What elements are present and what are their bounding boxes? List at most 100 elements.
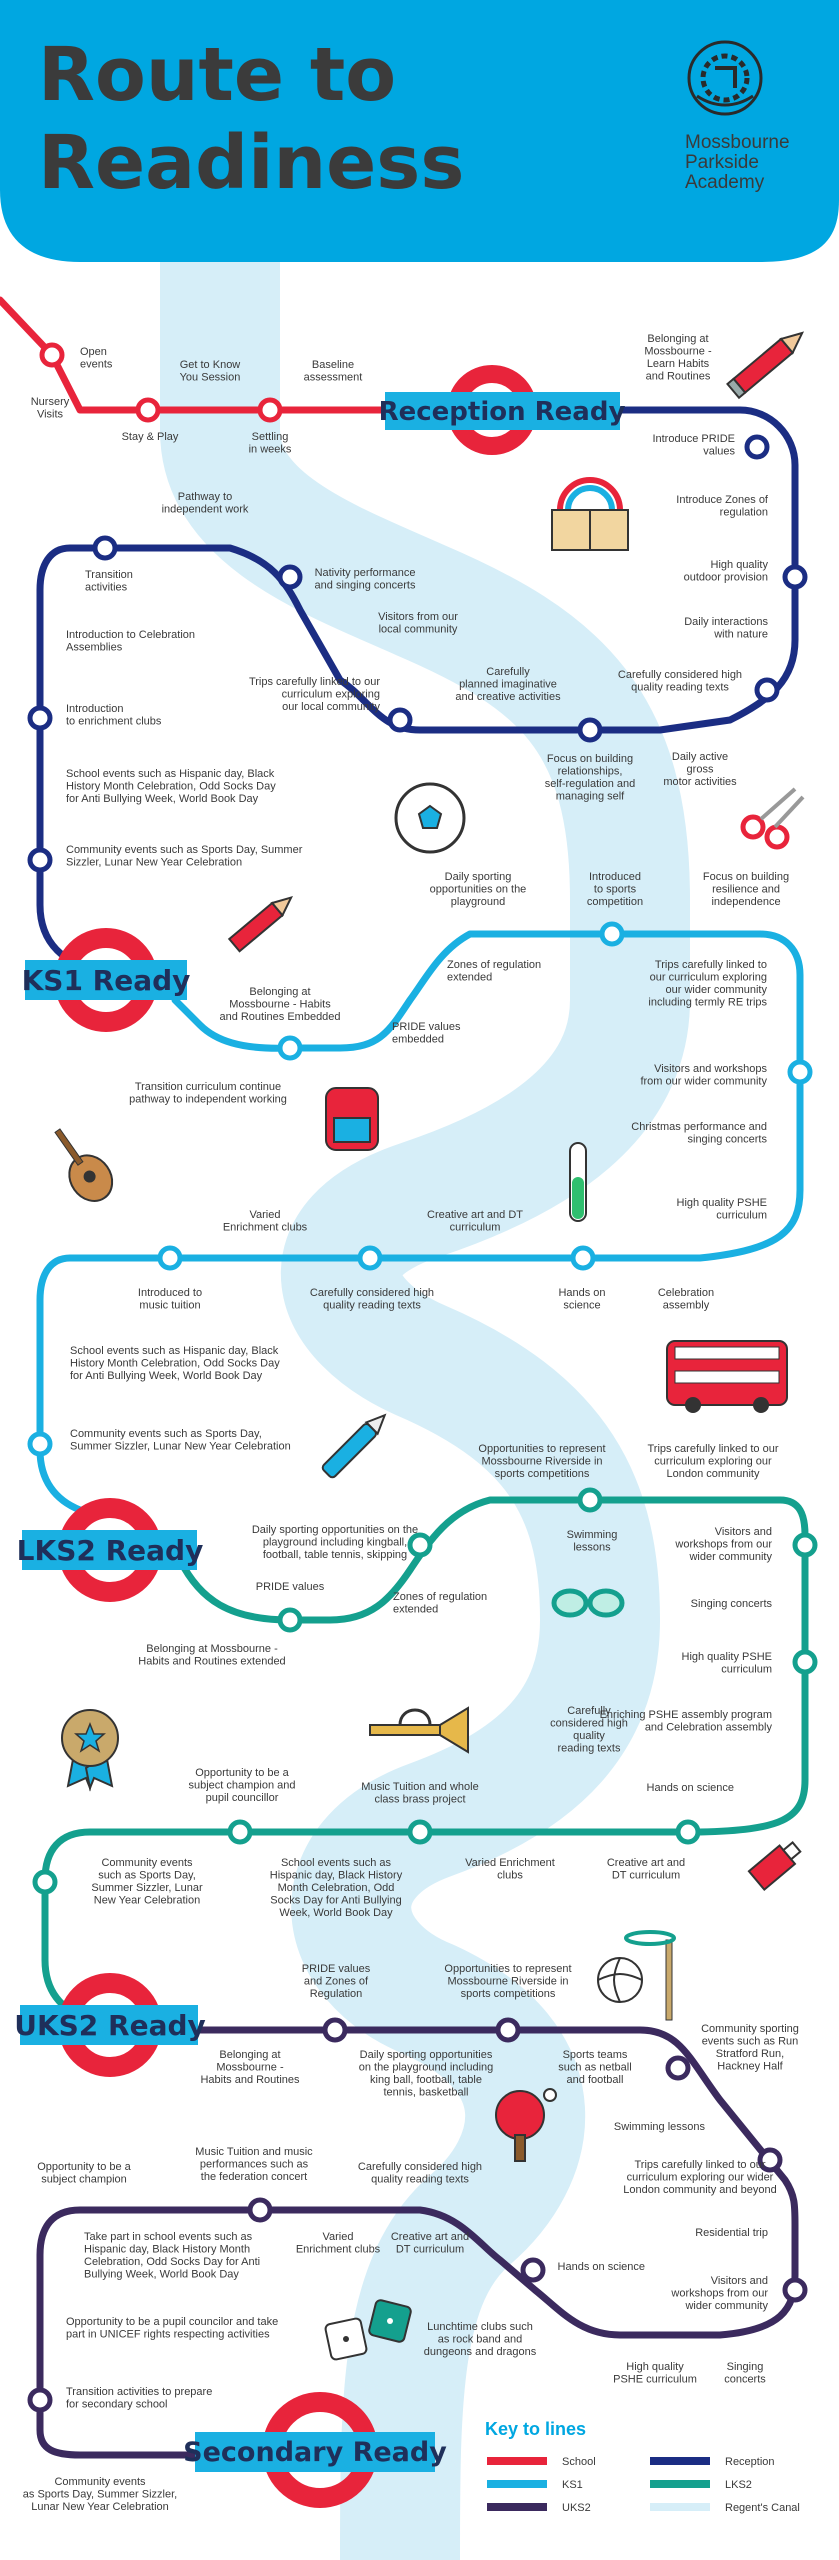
school-name-line2: Parkside bbox=[685, 152, 759, 173]
roundel-lks2: LKS2 Ready bbox=[17, 1498, 204, 1602]
school-line bbox=[0, 296, 414, 414]
icons bbox=[54, 331, 805, 2361]
volleyball-icon bbox=[597, 1930, 676, 2021]
paint-tube-icon bbox=[747, 1840, 802, 1892]
key-title: Key to lines bbox=[485, 2419, 586, 2439]
school-name-line3: Academy bbox=[685, 172, 765, 193]
football-icon bbox=[394, 782, 466, 854]
key-swatch bbox=[650, 2457, 710, 2465]
pencil-icon bbox=[227, 895, 293, 953]
backpack-icon bbox=[325, 1087, 379, 1151]
stop-label-lks2: PRIDE values bbox=[256, 1581, 325, 1593]
stop-label-ks1: School events such as Hispanic day, Blac… bbox=[70, 1345, 280, 1382]
roundel-uks2: UKS2 Ready bbox=[14, 1973, 206, 2077]
key-label: Regent's Canal bbox=[725, 2502, 800, 2514]
roundel-reception: Reception Ready bbox=[379, 365, 626, 455]
milestones: Reception Ready KS1 Ready LKS2 Ready UKS… bbox=[14, 365, 626, 2508]
scissors-icon bbox=[740, 787, 805, 850]
milestone-lks2: LKS2 Ready bbox=[17, 1534, 204, 1567]
key-swatch bbox=[487, 2503, 547, 2511]
racket-icon bbox=[495, 2088, 557, 2162]
milestone-secondary: Secondary Ready bbox=[183, 2437, 447, 2468]
stop-label-uks2: Hands on science bbox=[558, 2261, 645, 2273]
key-swatch bbox=[650, 2480, 710, 2488]
stop-label-uks2: Residential trip bbox=[695, 2227, 768, 2239]
lks2-line bbox=[41, 1496, 809, 2024]
stop-label-uks2: Opportunity to be a pupil councilor and … bbox=[66, 2316, 278, 2341]
key-swatch bbox=[487, 2457, 547, 2465]
stop-label-lks2: Singing concerts bbox=[691, 1598, 773, 1610]
stop-label-ks1: Community events such as Sports Day,Summ… bbox=[70, 1428, 291, 1453]
medal-icon bbox=[61, 1709, 119, 1792]
trumpet-icon bbox=[369, 1706, 469, 1754]
milestone-ks1: KS1 Ready bbox=[22, 964, 191, 997]
stop-label-school: Stay & Play bbox=[122, 431, 179, 443]
stop-label-reception: Community events such as Sports Day, Sum… bbox=[66, 844, 303, 869]
station-stops bbox=[27, 342, 818, 2413]
milestone-reception: Reception Ready bbox=[379, 397, 626, 427]
guitar-icon bbox=[54, 1128, 114, 1202]
key-label: UKS2 bbox=[562, 2502, 591, 2514]
dice-icon bbox=[324, 2299, 412, 2361]
pen-icon bbox=[321, 1413, 387, 1479]
stop-label-reception: School events such as Hispanic day, Blac… bbox=[66, 768, 276, 805]
pencil-icon bbox=[726, 331, 805, 400]
key-swatch bbox=[487, 2480, 547, 2488]
roundel-ks1: KS1 Ready bbox=[22, 928, 191, 1032]
test-tube-icon bbox=[569, 1142, 587, 1222]
